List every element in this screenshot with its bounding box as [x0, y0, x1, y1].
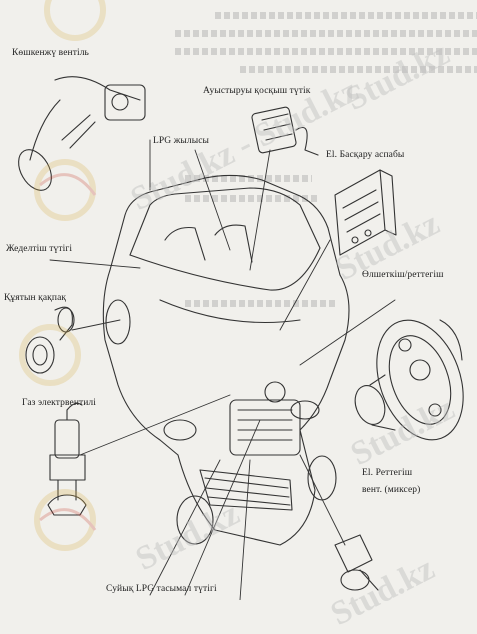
- el-regulator-vent-illustration: [334, 534, 379, 591]
- label-lpg-line: LPG жылысы: [153, 136, 209, 146]
- switch-connector-illustration: [251, 106, 319, 156]
- evaporator-regulator-illustration: [354, 319, 464, 441]
- label-gas-solenoid: Газ электрвентилі: [22, 398, 97, 408]
- el-control-unit-illustration: [334, 169, 397, 256]
- engine-component: [264, 381, 286, 403]
- wheel-rear: [105, 299, 131, 345]
- engine-block: [229, 399, 301, 456]
- car-front-bumper: [177, 429, 316, 546]
- wheel-front-left: [176, 495, 214, 545]
- label-el-control-unit: El. Басқару аспабы: [326, 150, 405, 160]
- label-cold-lpg-pipe: Суйық LPG тасымал түтігі: [106, 584, 217, 594]
- label-filler-cap: Құятын қақпақ: [4, 293, 67, 303]
- headlight-right: [290, 400, 320, 420]
- label-evaporator-regulator: Өлшеткіш/реттегіш: [362, 270, 444, 280]
- car-roof-outline: [109, 174, 341, 276]
- label-vent-mixer: вент. (миксер): [362, 485, 421, 495]
- diagram-canvas: Stud.kz Stud.kz - Stud.kz Stud.kz Stud.k…: [4, 0, 477, 633]
- fuel-system-illustration: [18, 0, 464, 600]
- car-windshield: [129, 187, 321, 256]
- gas-solenoid-illustration: [47, 402, 87, 516]
- filler-cap-illustration: [25, 306, 75, 374]
- label-heater-pipe: Жеделтіш түтігі: [6, 244, 73, 254]
- label-el-regulator-vent: El. Реттегіш: [362, 468, 413, 478]
- headlight-left: [163, 419, 197, 441]
- label-switch-connector: Ауыстыруы қосқыш түтік: [203, 86, 311, 96]
- car-right-side-outline: [299, 274, 350, 431]
- car-left-side-outline: [102, 269, 179, 456]
- camshaft-valve-illustration: [18, 76, 146, 191]
- label-camshaft-valve: Көшкенжү вентіль: [12, 48, 89, 58]
- leader-lines: [49, 139, 396, 600]
- car-grille: [199, 469, 293, 511]
- watermark-logos: [19, 0, 106, 551]
